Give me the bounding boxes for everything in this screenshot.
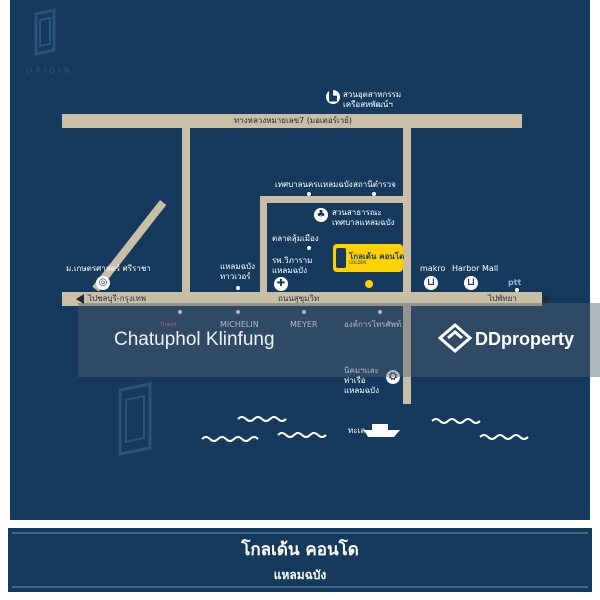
to-pattaya-label: ไปพัทยา — [488, 294, 517, 303]
shopping-cart-icon: ⊔ — [424, 276, 438, 290]
laemchabang-tower-label: แหลมฉบัง ทาวเวอร์ — [220, 262, 256, 281]
hospital-label: รพ.วิภาราม แหลมฉบัง — [272, 256, 313, 275]
port-crane-icon: ⛭ — [386, 370, 400, 384]
highway-7-road — [62, 114, 522, 128]
harbor-mall-label: Harbor Mall — [452, 264, 499, 273]
project-tag-sub: GOLDEN — [349, 260, 367, 265]
makro-label: makro — [420, 264, 446, 273]
vertical-road-right — [403, 128, 411, 404]
sea-waves — [201, 416, 529, 442]
market-label: ตลาดลุ้มเมือง — [272, 234, 319, 243]
photographer-credit: Chatuphol Klinfung — [114, 329, 275, 350]
arrow-left-icon — [76, 294, 84, 304]
port-label: นิคมฯและท่าเรือ แหลมฉบัง — [344, 366, 380, 395]
thaioil-label: Thaioil — [160, 322, 177, 328]
footer-subtitle: แหลมฉบัง — [273, 568, 327, 582]
ddproperty-brand: DDproperty — [475, 329, 575, 349]
project-location-tag: โกลเด้น คอนโด GOLDEN — [333, 244, 405, 272]
market-dot — [307, 246, 311, 250]
municipality-label: เทศบาลนครแหลมฉบัง — [275, 180, 353, 189]
police-label: สถานีตำรวจ — [353, 180, 396, 189]
ptt-dot — [515, 288, 519, 292]
thaioil-dot — [178, 310, 182, 314]
ddproperty-logo-icon — [438, 323, 472, 353]
sukhumvit-road — [62, 292, 542, 306]
sukhumvit-label: ถนนสุขุมวิท — [278, 294, 320, 303]
to-chonburi-label: ไปชลบุรี-กรุงเทพ — [88, 294, 147, 303]
tower-dot — [236, 286, 240, 290]
footer-title: โกลเด้น คอนโด — [241, 540, 359, 560]
origin-logo: ORIGIN — [24, 8, 70, 75]
meyer-dot — [302, 310, 306, 314]
highway-7-label: ทางหลวงหมายเลข7 (มอเตอร์เวย์) — [234, 116, 352, 125]
tree-icon: ♣ — [314, 208, 328, 222]
inner-road-vertical — [260, 196, 267, 292]
university-icon: ◎ — [96, 276, 110, 290]
vertical-road-left — [182, 128, 190, 292]
hospital-cross-icon: ✚ — [274, 277, 288, 291]
tot-label: องค์การโทรศัพท์ — [344, 320, 402, 329]
origin-logo-text: ORIGIN — [26, 66, 73, 75]
ship-icon — [364, 424, 400, 437]
harbor-cart-icon: ⊔ — [464, 276, 478, 290]
michelin-label: MICHELIN — [220, 320, 259, 329]
factory-icon: ▙ — [326, 90, 340, 104]
building-icon — [336, 248, 346, 268]
michelin-dot — [236, 310, 240, 314]
project-tag-title: โกลเด้น คอนโด — [349, 252, 405, 261]
sea-label: ทะเล — [348, 426, 366, 435]
arrow-right-icon — [543, 294, 551, 304]
project-pin — [365, 280, 373, 288]
industrial-estate-label: สวนอุตสาหกรรม เครือสหพัฒน์ฯ — [343, 90, 402, 109]
tot-dot — [378, 310, 382, 314]
inner-road-horizontal — [260, 196, 403, 203]
location-map: ORIGIN ทางหลวงหมายเลข7 (มอเตอร์เวย์) ถนน… — [10, 0, 590, 520]
public-park-label: สวนสาธารณะ เทศบาลแหลมฉบัง — [332, 208, 395, 227]
university-label: ม.เกษตรศาสตร์ ศรีราชา — [66, 264, 151, 273]
footer-banner: โกลเด้น คอนโด แหลมฉบัง — [8, 528, 592, 592]
footer-border — [12, 532, 588, 588]
police-dot — [372, 192, 376, 196]
meyer-label: MEYER — [290, 320, 318, 329]
photo-watermark: Chatuphol Klinfung DDproperty — [78, 303, 600, 377]
municipality-dot — [307, 192, 311, 196]
origin-watermark-logo — [118, 382, 152, 456]
ptt-label: ptt — [508, 278, 522, 287]
